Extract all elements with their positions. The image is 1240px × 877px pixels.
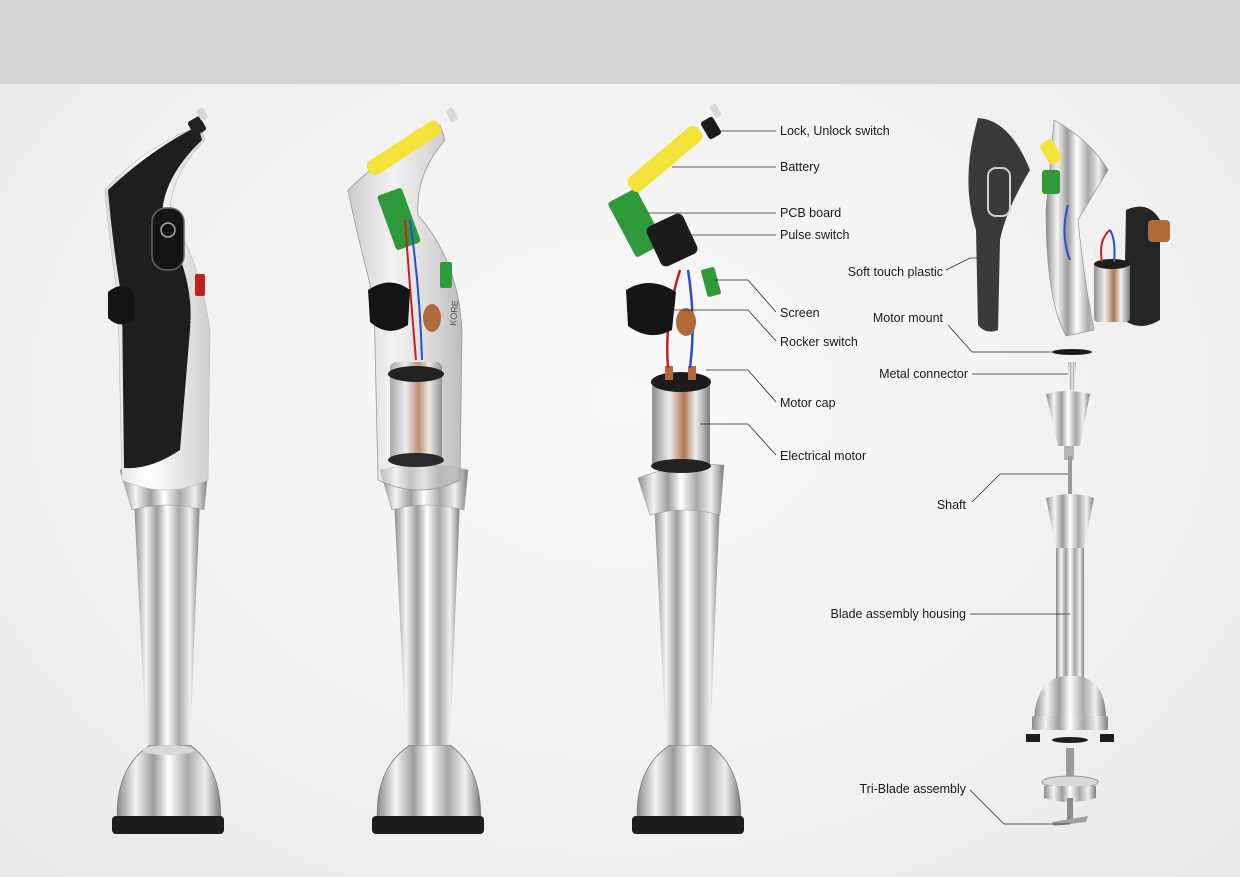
brand-mark-2: KORE	[448, 300, 460, 326]
label-pcb-board: PCB board	[780, 206, 842, 220]
label-motor-mount: Motor mount	[872, 311, 943, 325]
label-soft-touch-plastic: Soft touch plastic	[847, 265, 943, 279]
label-shaft: Shaft	[936, 498, 966, 512]
blender-exploded-internals	[608, 103, 744, 834]
label-pulse-switch: Pulse switch	[780, 228, 850, 242]
label-tri-blade-assembly: Tri-Blade assembly	[859, 782, 966, 796]
label-screen: Screen	[780, 306, 820, 320]
top-band	[0, 0, 1240, 84]
label-metal-connector: Metal connector	[879, 367, 968, 381]
blender-transparent: KORE	[347, 107, 484, 834]
label-lock-unlock-switch: Lock, Unlock switch	[780, 124, 890, 138]
leader-lines	[648, 130, 1070, 825]
label-rocker-switch: Rocker switch	[780, 335, 858, 349]
label-battery: Battery	[780, 160, 820, 174]
blender-assembled: KORE	[104, 107, 224, 834]
label-motor-cap: Motor cap	[780, 396, 836, 410]
label-blade-assembly-housing: Blade assembly housing	[830, 607, 967, 621]
label-electrical-motor: Electrical motor	[780, 449, 867, 463]
brand-mark-1: KORE	[188, 300, 200, 326]
blender-fully-exploded	[968, 118, 1170, 826]
